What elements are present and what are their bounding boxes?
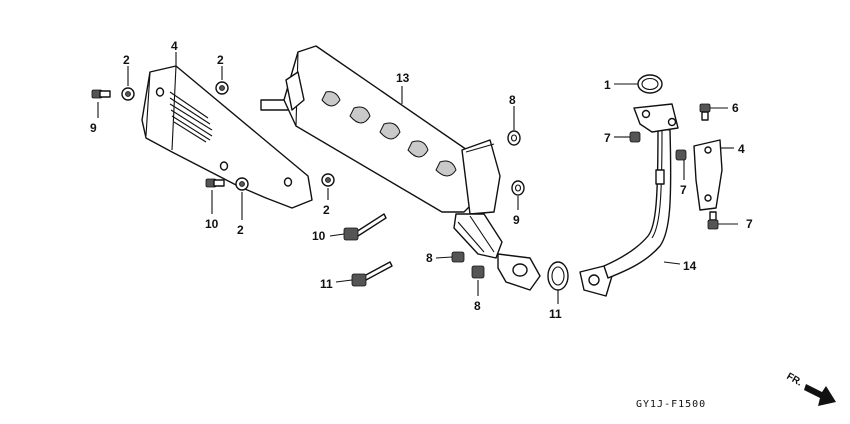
callout-8-right: 7 — [680, 183, 687, 197]
callout-2-lower-right: 2 — [323, 203, 330, 217]
callout-2-upper-left: 2 — [123, 53, 130, 67]
bolt-10-upper — [91, 89, 111, 99]
nut-8-lower — [471, 265, 485, 279]
callout-14: 14 — [683, 259, 697, 273]
bolt-11-upper — [343, 213, 387, 241]
callout-7-upper: 6 — [732, 101, 739, 115]
callout-labels: 9 2 4 2 10 2 2 10 11 13 8 9 8 8 11 1 7 7… — [90, 39, 753, 321]
direction-label: FR. — [785, 371, 805, 389]
muffler-part — [260, 45, 541, 291]
leader-lines — [97, 52, 738, 304]
bracket-6-part — [693, 139, 723, 211]
nut-8-upper — [629, 131, 641, 143]
gasket-1-part — [637, 74, 663, 94]
callout-7-lower: 7 — [746, 217, 753, 231]
washer-2-upper-right — [215, 81, 229, 95]
callout-2-lower-left: 2 — [237, 223, 244, 237]
callout-10-upper: 9 — [90, 121, 97, 135]
callout-2-upper-right: 2 — [217, 53, 224, 67]
callout-1: 1 — [604, 78, 611, 92]
washer-2-upper-left — [121, 87, 135, 101]
callout-8-lower: 8 — [474, 299, 481, 313]
front-direction-marker: FR. — [785, 371, 836, 406]
gasket-12-part — [547, 261, 569, 291]
callout-9-upper: 8 — [509, 93, 516, 107]
heat-shield-vents — [169, 91, 213, 143]
washer-2-lower-right — [321, 173, 335, 187]
bolt-7-lower — [707, 211, 719, 230]
callout-11-lower: 11 — [320, 277, 333, 291]
callout-11-upper: 10 — [312, 229, 326, 243]
exhaust-pipe-part — [579, 103, 679, 297]
nut-8-right — [675, 149, 687, 161]
collar-9-upper — [507, 130, 521, 146]
callout-12: 11 — [549, 307, 562, 321]
callout-6: 4 — [738, 142, 745, 156]
callout-9-lower: 9 — [513, 213, 520, 227]
callout-10-lower: 10 — [205, 217, 219, 231]
callout-8-upper: 7 — [604, 131, 611, 145]
bolt-10-lower — [205, 178, 225, 188]
muffler-shading — [321, 91, 457, 177]
diagram-code: GY1J-F1500 — [636, 399, 706, 410]
heat-shield-part — [141, 65, 313, 209]
bolt-11-lower — [351, 261, 393, 287]
nut-8-left — [451, 251, 465, 263]
bolt-7-upper — [699, 103, 711, 121]
front-arrow-icon — [804, 384, 836, 406]
collar-9-lower — [511, 180, 525, 196]
callout-8-left: 8 — [426, 251, 433, 265]
callout-4: 4 — [171, 39, 178, 53]
callout-13: 13 — [396, 71, 410, 85]
washer-2-lower-left — [235, 177, 249, 191]
